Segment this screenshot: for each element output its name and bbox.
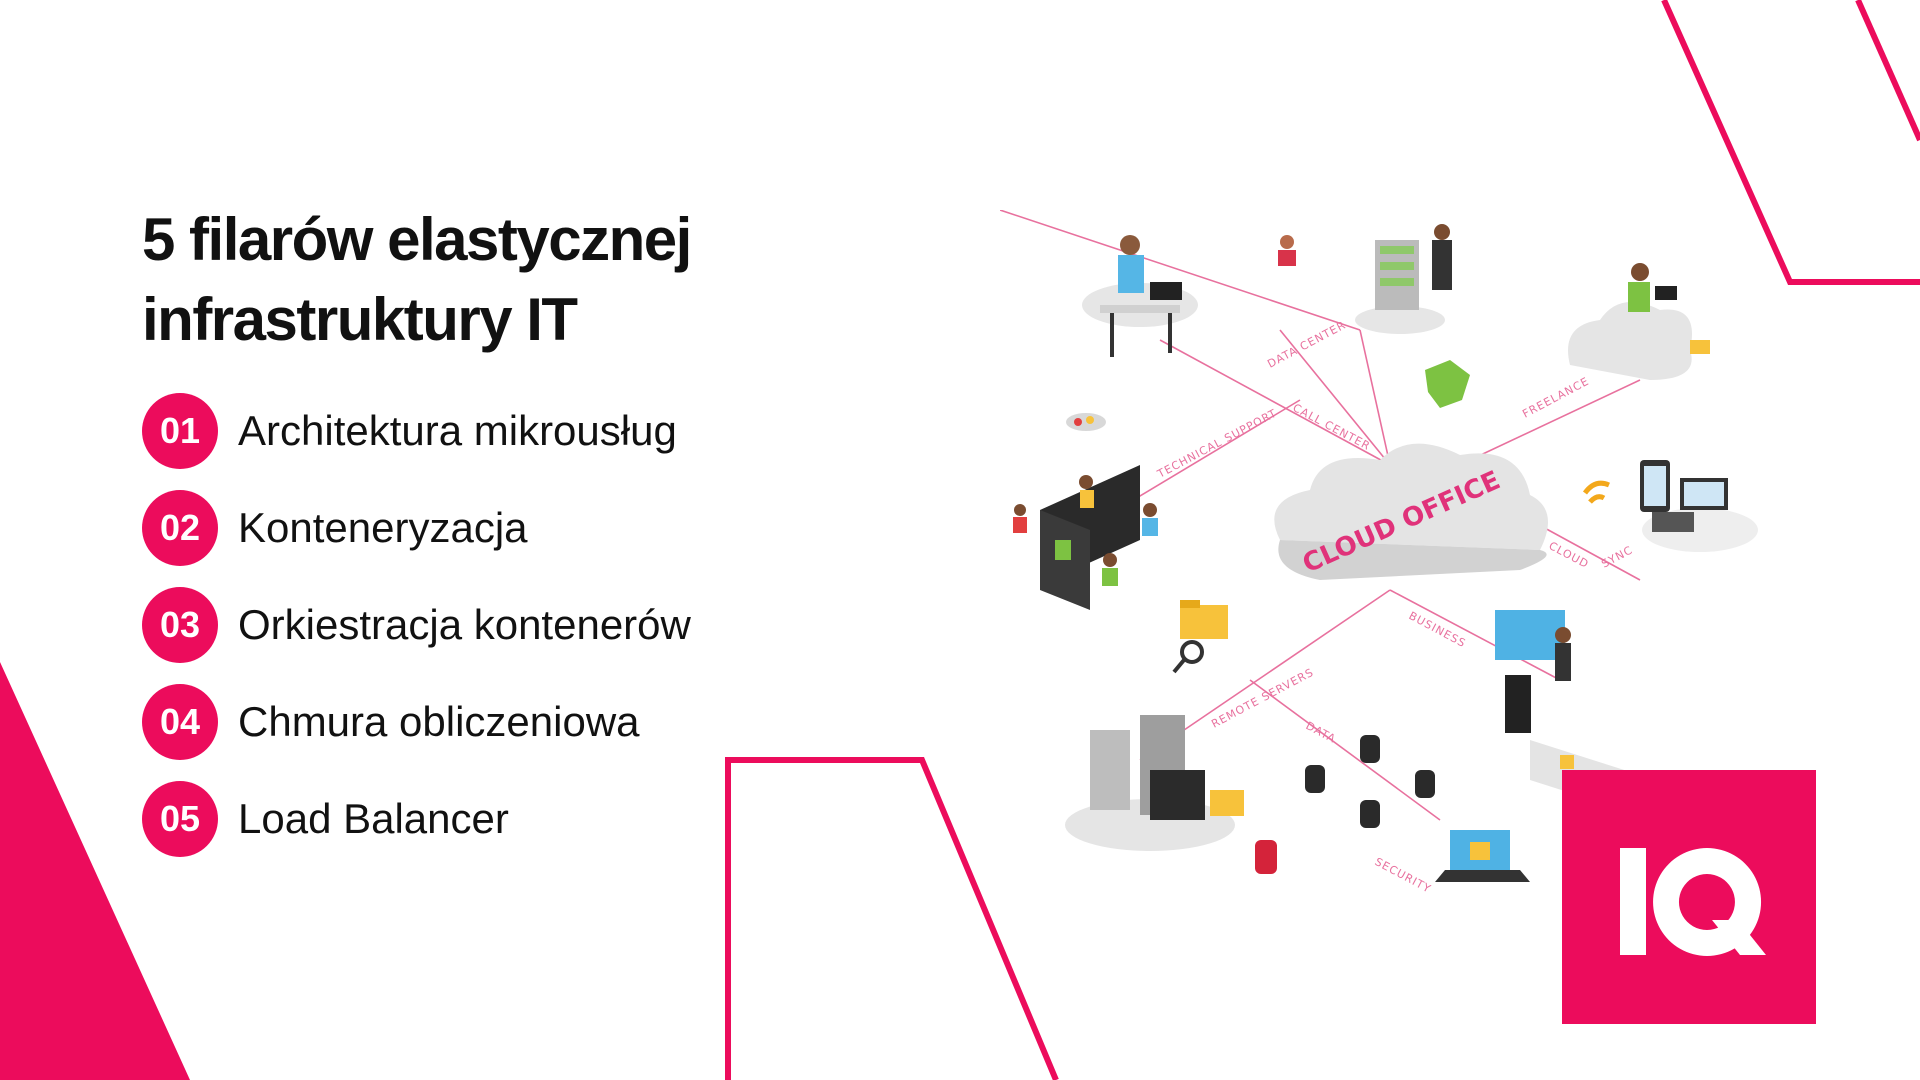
item-label: Load Balancer xyxy=(238,795,509,842)
office-cubicles-icon xyxy=(1013,465,1158,610)
central-cloud-icon: CLOUD OFFICE xyxy=(1274,443,1548,580)
wifi-icon xyxy=(1582,480,1610,504)
title-line-2: infrastruktury IT xyxy=(142,286,578,353)
database-icon xyxy=(1255,735,1435,874)
item-number-badge: 02 xyxy=(142,490,218,566)
link-label-freelance: FREELANCE xyxy=(1520,375,1591,421)
link-label-cloud: CLOUD xyxy=(1547,539,1592,571)
devices-sync-icon xyxy=(1640,460,1758,552)
item-number-badge: 01 xyxy=(142,393,218,469)
iq-logo-mark xyxy=(1620,848,1766,956)
item-number-badge: 04 xyxy=(142,684,218,760)
top-right-slash-outline xyxy=(1661,0,1920,285)
list-item: 03 Orkiestracja kontenerów xyxy=(142,586,691,664)
title-line-1: 5 filarów elastycznej xyxy=(142,206,692,273)
pillars-list: 01 Architektura mikrousług 02 Konteneryz… xyxy=(142,392,691,877)
item-label: Konteneryzacja xyxy=(238,504,528,551)
call-center-desk-icon xyxy=(1082,235,1198,357)
folder-search-icon xyxy=(1172,600,1228,674)
list-item: 05 Load Balancer xyxy=(142,780,691,858)
iq-logo: IQ xyxy=(1562,770,1816,1024)
data-center-server-icon xyxy=(1355,224,1452,334)
item-label: Architektura mikrousług xyxy=(238,407,677,454)
shield-icon xyxy=(1425,360,1470,408)
security-laptop-icon xyxy=(1435,830,1530,882)
link-label-data: DATA xyxy=(1304,719,1339,746)
link-label-sync: SYNC xyxy=(1599,543,1635,570)
link-label-technical-support: TECHNICAL SUPPORT xyxy=(1154,407,1279,482)
freelance-cloud-icon xyxy=(1568,263,1710,380)
list-item: 02 Konteneryzacja xyxy=(142,489,691,567)
item-label: Orkiestracja kontenerów xyxy=(238,601,691,648)
item-label: Chmura obliczeniowa xyxy=(238,698,640,745)
link-label-call-center: CALL CENTER xyxy=(1291,401,1373,453)
list-item: 01 Architektura mikrousług xyxy=(142,392,691,470)
bottom-left-triangle xyxy=(0,662,190,1080)
item-number-badge: 05 xyxy=(142,781,218,857)
link-label-remote-servers: REMOTE SERVERS xyxy=(1209,666,1316,731)
center-slash-outline xyxy=(725,757,1059,1080)
page-title: 5 filarów elastycznej infrastruktury IT xyxy=(142,200,782,360)
remote-servers-icon xyxy=(1065,715,1244,851)
small-cloud-icon xyxy=(1066,413,1106,431)
list-item: 04 Chmura obliczeniowa xyxy=(142,683,691,761)
top-right-slash-edge xyxy=(1855,0,1920,142)
operator-icon xyxy=(1278,235,1296,266)
item-number-badge: 03 xyxy=(142,587,218,663)
link-label-security: SECURITY xyxy=(1373,855,1434,896)
